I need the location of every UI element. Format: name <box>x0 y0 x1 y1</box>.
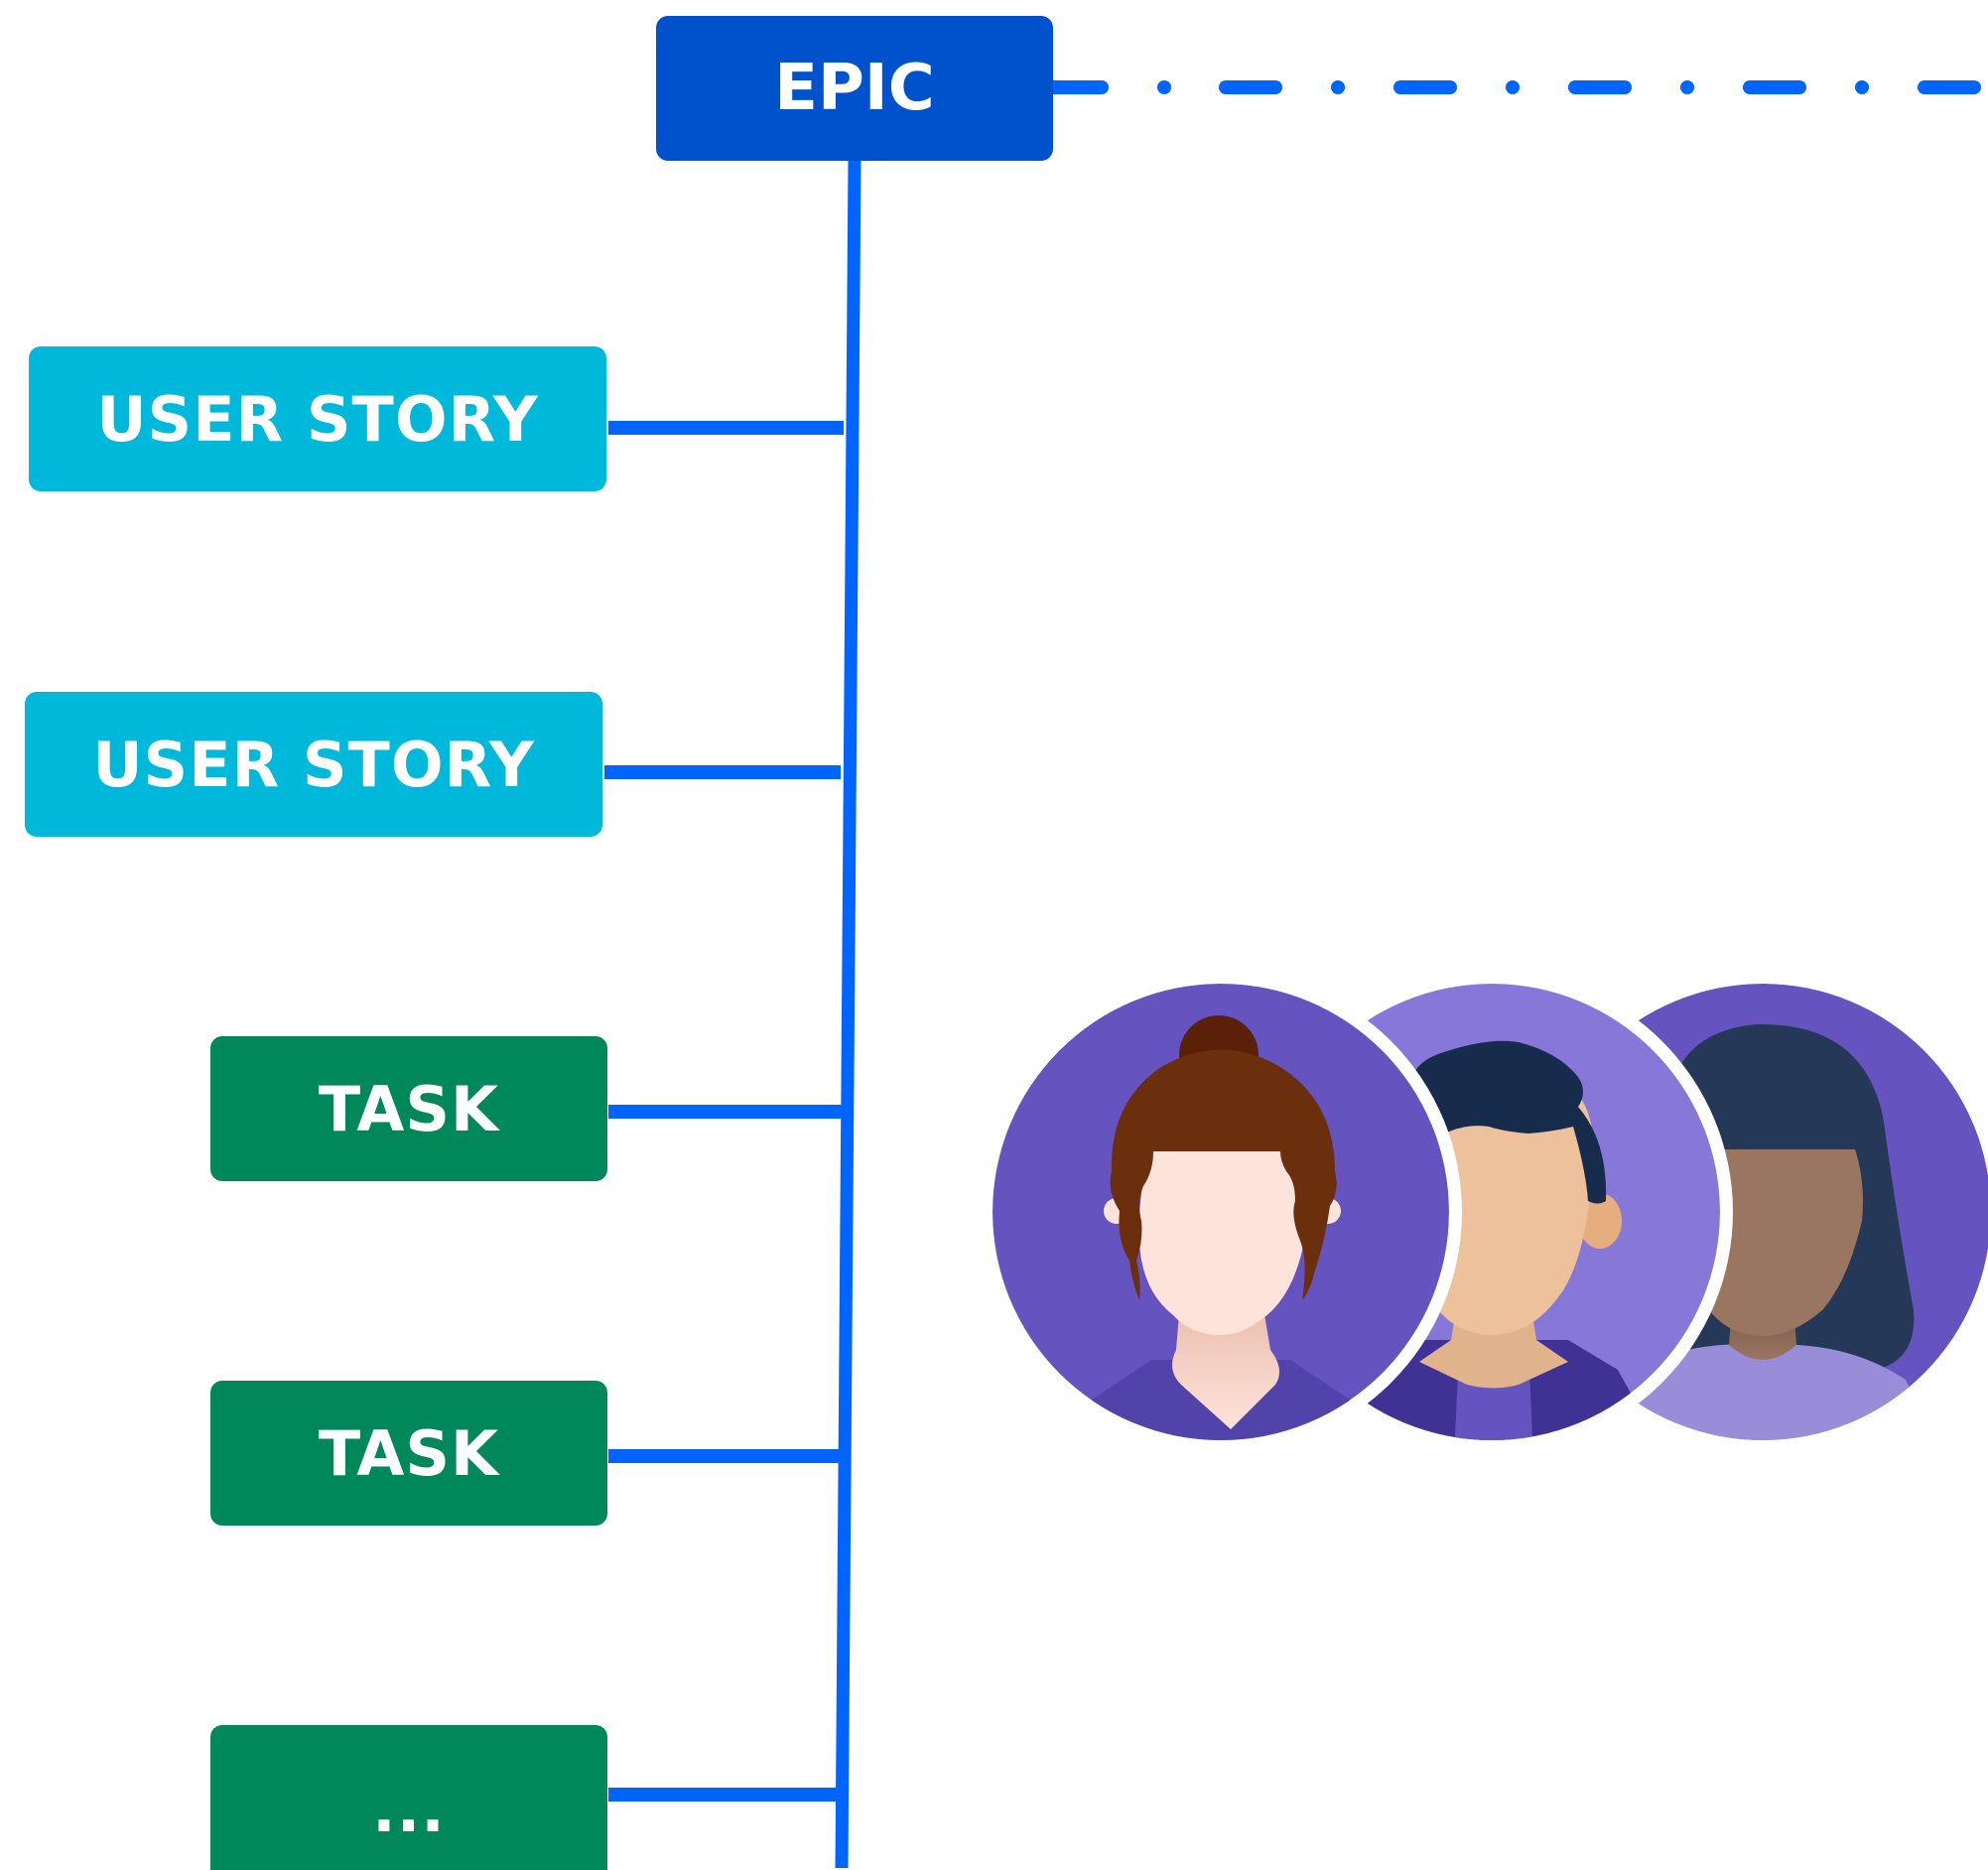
epic-spine-line <box>835 158 861 1868</box>
more-tasks-box: ... <box>210 1725 607 1870</box>
task-box: TASK <box>210 1381 607 1526</box>
team-avatars <box>983 973 1988 1453</box>
epic-label: EPIC <box>774 52 935 125</box>
user-story-box: USER STORY <box>29 346 606 491</box>
person-avatar-bun-hair-icon <box>983 973 1462 1453</box>
task-label: TASK <box>318 1072 500 1145</box>
user-story-label: USER STORY <box>92 728 535 801</box>
epic-box: EPIC <box>656 16 1053 161</box>
user-story-box: USER STORY <box>25 692 602 837</box>
user-story-label: USER STORY <box>96 382 539 456</box>
task-box: TASK <box>210 1036 607 1181</box>
task-label: TASK <box>318 1416 500 1490</box>
more-tasks-label: ... <box>372 1773 446 1846</box>
